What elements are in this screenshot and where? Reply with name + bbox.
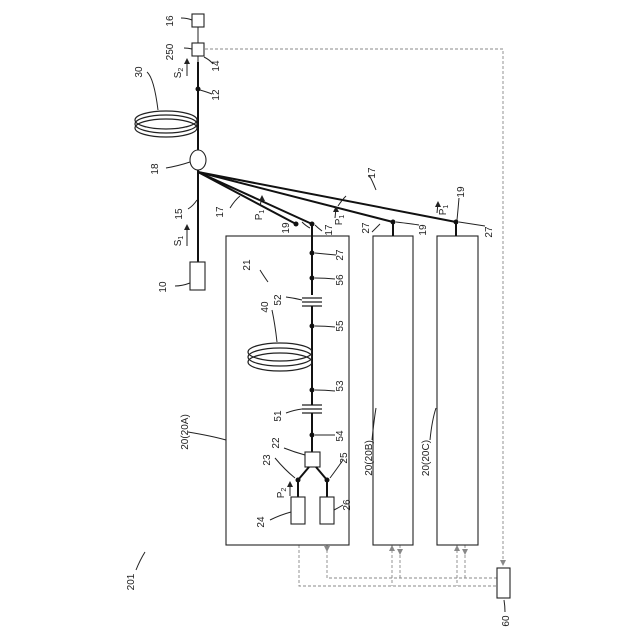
- label-30: 30: [134, 66, 145, 78]
- fiber-coil-30: [135, 111, 197, 137]
- label-s1: S1: [173, 236, 185, 247]
- label-10: 10: [158, 281, 169, 293]
- label-27-a: 27: [335, 249, 346, 261]
- label-250: 250: [165, 43, 176, 60]
- label-26: 26: [342, 499, 353, 511]
- arrow-from-20C: [462, 549, 468, 555]
- label-20C: 20(20C): [421, 440, 432, 476]
- label-18: 18: [150, 163, 161, 175]
- label-54: 54: [335, 430, 346, 442]
- connection-19-20A: [310, 222, 315, 227]
- label-51: 51: [273, 410, 284, 422]
- label-53: 53: [335, 380, 346, 392]
- label-19-c: 19: [456, 186, 467, 198]
- label-55: 55: [335, 320, 346, 332]
- arrow-from-26: [324, 546, 330, 552]
- connection-12: [196, 87, 201, 92]
- label-p1-a: P1: [254, 210, 266, 221]
- label-21: 21: [242, 259, 253, 271]
- label-22: 22: [271, 437, 282, 449]
- label-27-b: 27: [361, 222, 372, 234]
- pump-module-20B: [373, 236, 413, 545]
- connection-19-extra: [294, 222, 299, 227]
- label-27-c: 27: [484, 226, 495, 238]
- controller-60: [497, 568, 510, 598]
- label-19-b: 19: [418, 224, 429, 236]
- connection-55: [310, 324, 315, 329]
- label-52: 52: [273, 294, 284, 306]
- arrow-to-20B: [389, 545, 395, 551]
- fiber-17-extra: [198, 172, 296, 224]
- pump-diode-26: [320, 497, 334, 524]
- component-250: [192, 43, 204, 56]
- arrow-from-20B: [397, 549, 403, 555]
- pump-module-20C: [437, 236, 478, 545]
- label-15: 15: [174, 208, 185, 220]
- fiber-17-to-20B: [198, 172, 393, 222]
- label-56: 56: [335, 274, 346, 286]
- label-p1-b: P1: [334, 215, 346, 226]
- label-24: 24: [256, 516, 267, 528]
- arrow-to-60: [500, 560, 506, 566]
- label-17-c: 17: [367, 167, 378, 179]
- label-14: 14: [211, 60, 222, 72]
- connection-19-20B: [391, 220, 396, 225]
- label-23: 23: [262, 454, 273, 466]
- label-60: 60: [501, 615, 512, 627]
- connection-56-top: [310, 251, 315, 256]
- coupler-18: [190, 150, 206, 170]
- arrow-to-20C: [454, 545, 460, 551]
- connection-56: [310, 276, 315, 281]
- label-17-a: 17: [215, 206, 226, 218]
- fiber-17-to-20C: [198, 172, 456, 222]
- seed-source-10: [190, 262, 205, 290]
- connection-54: [310, 433, 315, 438]
- label-12: 12: [211, 89, 222, 101]
- label-25: 25: [339, 452, 350, 464]
- connection-53: [310, 388, 315, 393]
- label-40: 40: [260, 301, 271, 313]
- label-20A: 20(20A): [180, 414, 191, 450]
- label-201: 201: [126, 573, 137, 590]
- component-16: [192, 14, 204, 27]
- label-19-a: 19: [281, 222, 292, 234]
- combiner-22: [305, 452, 320, 467]
- label-s2: S2: [173, 68, 185, 79]
- label-16: 16: [165, 15, 176, 27]
- pump-diode-24: [291, 497, 305, 524]
- connection-19-20C: [454, 220, 459, 225]
- label-20B: 20(20B): [364, 440, 375, 476]
